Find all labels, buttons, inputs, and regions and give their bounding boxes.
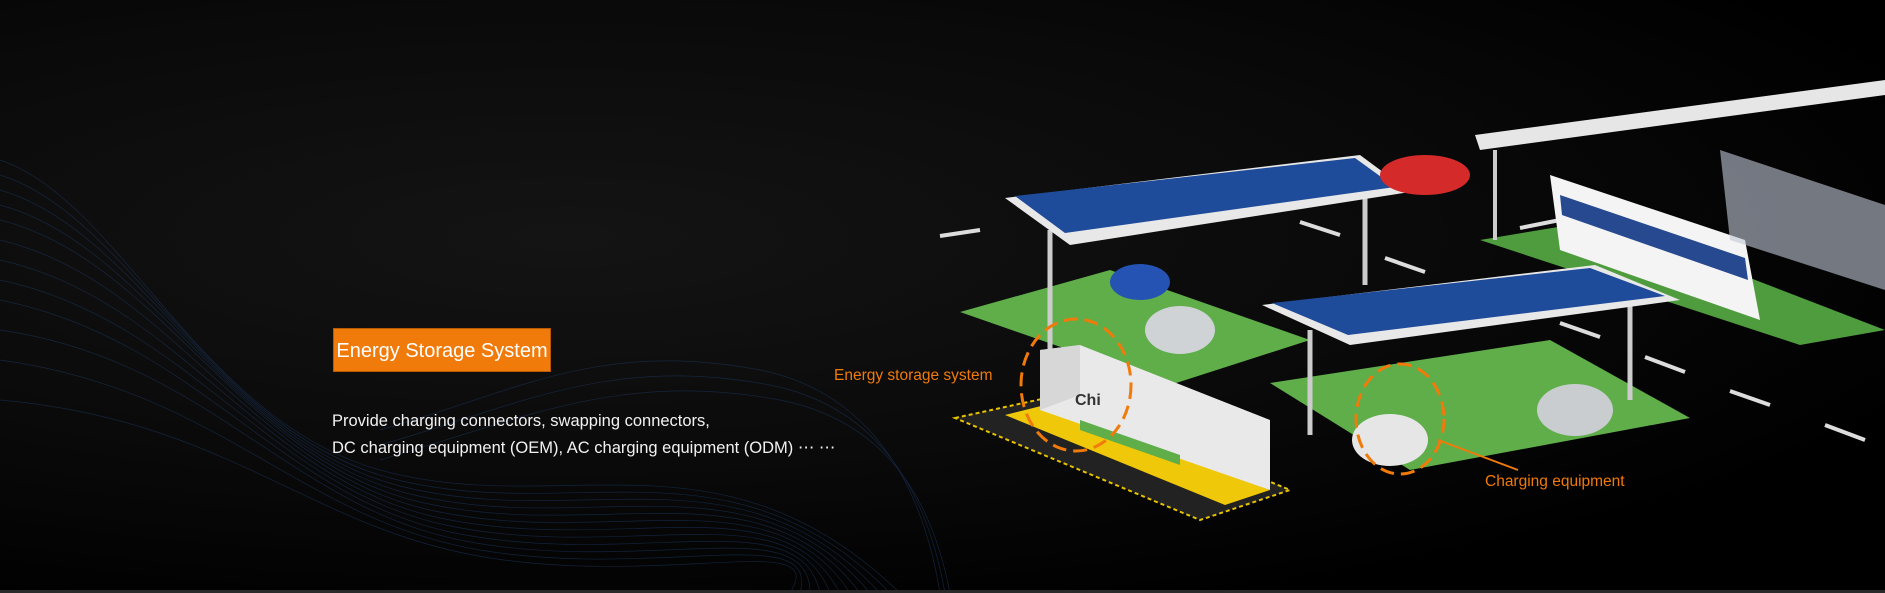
section-description: Provide charging connectors, swapping co… <box>332 408 835 462</box>
bottom-divider <box>0 590 1885 593</box>
blue-car <box>1110 264 1170 300</box>
charging-equipment-callout-circle <box>1354 362 1446 476</box>
section-badge: Energy Storage System <box>333 328 551 372</box>
energy-storage-container: Chi <box>951 345 1293 522</box>
charging-equipment-leader-line <box>1437 439 1519 471</box>
container-logo: Chi <box>1075 392 1101 409</box>
description-line-2: DC charging equipment (OEM), AC charging… <box>332 439 836 457</box>
solar-canopy-1 <box>1005 155 1410 355</box>
energy-storage-callout-circle <box>1019 317 1133 453</box>
road-markings <box>939 218 1866 442</box>
electric-bus-blurred <box>1720 150 1885 290</box>
description-line-1: Provide charging connectors, swapping co… <box>332 412 710 430</box>
energy-storage-callout-label: Energy storage system <box>834 367 993 384</box>
red-car <box>1380 155 1470 195</box>
silver-car <box>1145 306 1215 354</box>
solar-canopy-2 <box>1262 265 1680 435</box>
silver-car-2 <box>1537 384 1613 436</box>
bus-canopy <box>1475 80 1885 150</box>
parking-lot-lower <box>1270 340 1690 470</box>
charging-equipment-callout-label: Charging equipment <box>1485 473 1625 490</box>
electric-bus <box>1550 175 1760 320</box>
white-car <box>1352 414 1428 466</box>
